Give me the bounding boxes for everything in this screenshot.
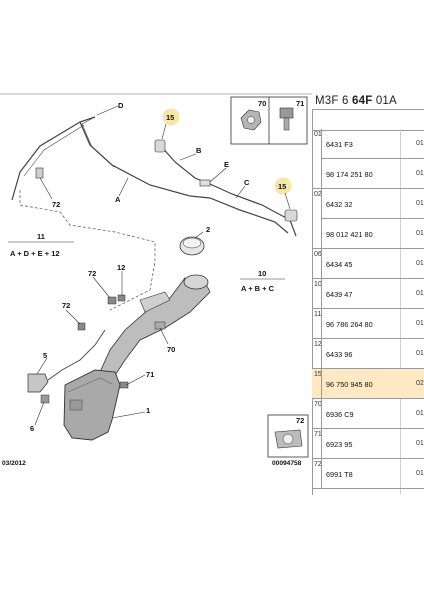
table-group: 12 6433 96 01 — [312, 339, 424, 369]
diagram-date: 03/2012 — [2, 460, 26, 467]
group-index: 10 — [314, 281, 322, 288]
group-index: 01 — [314, 131, 322, 138]
table-group: 15 96 750 945 80 02 — [312, 369, 424, 399]
part-number[interactable]: 6991 T8 — [326, 470, 353, 479]
part-number[interactable]: 96 786 264 80 — [326, 320, 373, 329]
group-divider — [321, 339, 322, 369]
part-number[interactable]: 6439 47 — [326, 290, 353, 299]
part-number[interactable]: 6431 F3 — [326, 140, 353, 149]
part-quantity: 01 — [416, 230, 424, 237]
formula-11: A + D + E + 12 — [10, 249, 60, 258]
part-quantity: 01 — [416, 470, 424, 477]
group-index: 15 — [314, 371, 322, 378]
table-group: 10 6439 47 01 — [312, 279, 424, 309]
part-number[interactable]: 6432 32 — [326, 200, 353, 209]
callout-b: B — [196, 146, 202, 155]
part-number[interactable]: 98 012 421 80 — [326, 230, 373, 239]
callout-15-top: 15 — [166, 113, 174, 122]
callout-15-right: 15 — [278, 182, 286, 191]
group-index: 71 — [314, 431, 322, 438]
callout-6: 6 — [30, 424, 34, 433]
callout-71: 71 — [146, 370, 154, 379]
part-quantity: 01 — [416, 290, 424, 297]
part-quantity: 01 — [416, 170, 424, 177]
group-index: 02 — [314, 191, 322, 198]
table-group: 01 6431 F3 01 98 174 251 80 01 — [312, 129, 424, 189]
diagram-title: M3F 6 64F 01A — [315, 95, 397, 107]
group-divider — [321, 399, 322, 429]
part-quantity: 01 — [416, 350, 424, 357]
group-divider — [321, 279, 322, 309]
callout-70: 70 — [167, 345, 175, 354]
table-group: 70 6936 C9 01 — [312, 399, 424, 429]
callout-e: E — [224, 160, 229, 169]
part-number[interactable]: 6434 45 — [326, 260, 353, 269]
callout-12: 12 — [117, 263, 125, 272]
callout-c: C — [244, 178, 250, 187]
callout-72-mid: 72 — [88, 269, 96, 278]
part-number[interactable]: 6936 C9 — [326, 410, 354, 419]
part-number[interactable]: 6923 95 — [326, 440, 353, 449]
box-label-71: 71 — [296, 99, 304, 108]
callout-11: 11 — [37, 232, 45, 241]
group-index: 06 — [314, 251, 322, 258]
table-group: 72 6991 T8 01 — [312, 459, 424, 489]
box-label-72: 72 — [296, 416, 304, 425]
callout-72-top: 72 — [52, 200, 60, 209]
table-group: 02 6432 32 01 98 012 421 80 01 — [312, 189, 424, 249]
group-divider — [321, 249, 322, 279]
callout-10: 10 — [258, 269, 266, 278]
callout-a: A — [115, 195, 121, 204]
table-group: 06 6434 45 01 — [312, 249, 424, 279]
callout-72-low: 72 — [62, 301, 70, 310]
part-quantity: 01 — [416, 320, 424, 327]
row-separator — [322, 218, 424, 219]
group-divider — [321, 309, 322, 339]
parts-table — [312, 109, 424, 495]
part-number[interactable]: 96 750 945 80 — [326, 380, 373, 389]
group-divider — [321, 459, 322, 489]
part-quantity: 01 — [416, 260, 424, 267]
formula-10: A + B + C — [241, 284, 275, 293]
group-divider — [321, 369, 322, 399]
table-header — [313, 110, 424, 131]
part-quantity: 01 — [416, 140, 424, 147]
table-column-divider — [400, 129, 401, 494]
box-label-70: 70 — [258, 99, 266, 108]
group-divider — [321, 429, 322, 459]
part-number[interactable]: 98 174 251 80 — [326, 170, 373, 179]
group-index: 72 — [314, 461, 322, 468]
group-index: 12 — [314, 341, 322, 348]
callout-d: D — [118, 101, 124, 110]
callout-2: 2 — [206, 225, 210, 234]
row-separator — [322, 158, 424, 159]
callout-1: 1 — [146, 406, 150, 415]
table-group: 11 96 786 264 80 01 — [312, 309, 424, 339]
group-divider — [321, 129, 322, 189]
table-group: 71 6923 95 01 — [312, 429, 424, 459]
part-quantity: 01 — [416, 410, 424, 417]
part-quantity: 01 — [416, 200, 424, 207]
part-quantity: 01 — [416, 440, 424, 447]
group-index: 70 — [314, 401, 322, 408]
group-divider — [321, 189, 322, 249]
callout-5: 5 — [43, 351, 47, 360]
part-quantity: 02 — [416, 380, 424, 387]
group-index: 11 — [314, 311, 322, 318]
part-number[interactable]: 6433 96 — [326, 350, 353, 359]
diagram-code: 00094758 — [272, 460, 302, 467]
